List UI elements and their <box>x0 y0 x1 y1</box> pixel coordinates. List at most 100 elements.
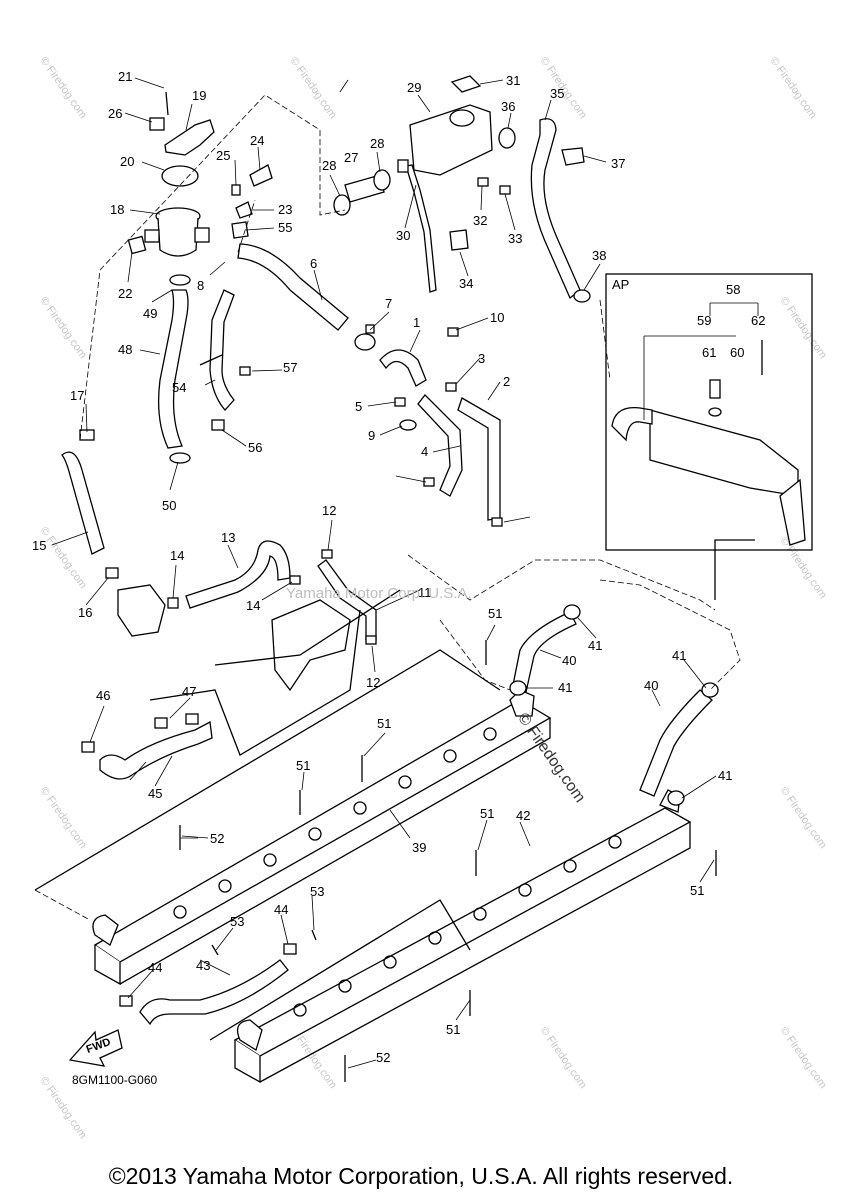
callout-11: 11 <box>418 585 432 600</box>
callout-28a: 28 <box>322 158 336 173</box>
hose-15 <box>61 429 119 579</box>
callout-6: 6 <box>310 256 317 271</box>
callout-28b: 28 <box>370 136 384 151</box>
callout-20: 20 <box>120 154 134 169</box>
thermostat-housing-group <box>127 91 273 257</box>
hose-6 <box>237 243 376 351</box>
svg-text:© Firedog.com: © Firedog.com <box>778 535 829 601</box>
hose-13-and-pump <box>117 540 377 692</box>
callout-56: 56 <box>248 440 262 455</box>
svg-text:© Firedog.com: © Firedog.com <box>288 55 339 121</box>
callout-33: 33 <box>508 231 522 246</box>
hose-45 <box>81 713 213 780</box>
callout-10: 10 <box>490 310 504 325</box>
callout-47: 47 <box>182 684 196 699</box>
callout-54: 54 <box>172 380 186 395</box>
callout-43: 43 <box>196 958 210 973</box>
svg-text:© Firedog.com: © Firedog.com <box>38 785 89 851</box>
copyright-footer: ©2013 Yamaha Motor Corporation, U.S.A. A… <box>108 1163 734 1189</box>
bolts <box>179 640 717 1082</box>
callout-23: 23 <box>278 202 292 217</box>
watermark-center: Yamaha Motor Corp. U.S.A. <box>286 585 472 602</box>
callout-14a: 14 <box>170 548 184 563</box>
callout-51b: 51 <box>377 716 391 731</box>
leader-lines <box>51 77 717 1069</box>
callout-14b: 14 <box>246 598 260 613</box>
callout-16: 16 <box>78 605 92 620</box>
callout-39: 39 <box>412 840 426 855</box>
callout-51c: 51 <box>296 758 310 773</box>
callout-21: 21 <box>118 69 132 84</box>
svg-text:© Firedog.com: © Firedog.com <box>778 295 829 361</box>
svg-text:© Firedog.com: © Firedog.com <box>38 55 89 121</box>
callout-59: 59 <box>697 313 711 328</box>
callout-44b: 44 <box>274 902 288 917</box>
callout-2: 2 <box>503 374 510 389</box>
callout-58: 58 <box>726 282 740 297</box>
callout-12b: 12 <box>366 675 380 690</box>
callout-41d: 41 <box>718 768 732 783</box>
callout-17: 17 <box>70 388 84 403</box>
ap-label: AP <box>612 277 630 292</box>
callout-53b: 53 <box>230 914 244 929</box>
drawing-code: 8GM1100-G060 <box>72 1073 158 1087</box>
svg-text:© Firedog.com: © Firedog.com <box>38 295 89 361</box>
callout-60: 60 <box>730 345 744 360</box>
callout-1: 1 <box>413 315 420 330</box>
callout-36: 36 <box>501 99 515 114</box>
hoses-40 <box>509 604 719 806</box>
callout-5: 5 <box>355 399 362 414</box>
callout-51a: 51 <box>488 606 502 621</box>
callout-41b: 41 <box>558 680 572 695</box>
callout-44a: 44 <box>148 960 162 975</box>
callout-30: 30 <box>396 228 410 243</box>
callout-35: 35 <box>550 86 564 101</box>
callout-46: 46 <box>96 688 110 703</box>
svg-text:© Firedog.com: © Firedog.com <box>538 1025 589 1091</box>
callout-40a: 40 <box>562 653 576 668</box>
radiator-42 <box>233 789 692 1084</box>
hoses-1-2-4 <box>379 327 503 527</box>
hose-54-group <box>199 289 251 431</box>
assembly-lines <box>34 94 755 1041</box>
callout-55: 55 <box>278 220 292 235</box>
callout-41a: 41 <box>588 638 602 653</box>
callout-51f: 51 <box>446 1022 460 1037</box>
ap-box <box>605 273 813 551</box>
callout-31: 31 <box>506 73 520 88</box>
callout-34: 34 <box>459 276 473 291</box>
callout-57: 57 <box>283 360 297 375</box>
callout-38: 38 <box>592 248 606 263</box>
callout-25: 25 <box>216 148 230 163</box>
callout-12a: 12 <box>322 503 336 518</box>
reservoir-tank-group <box>333 75 591 303</box>
hose-43 <box>119 943 297 1026</box>
callout-7: 7 <box>385 296 392 311</box>
callout-3: 3 <box>478 351 485 366</box>
callout-19: 19 <box>192 88 206 103</box>
callout-37: 37 <box>611 156 625 171</box>
hose-48-group <box>158 274 191 464</box>
svg-text:© Firedog.com: © Firedog.com <box>768 55 819 121</box>
callout-61: 61 <box>702 345 716 360</box>
callout-8: 8 <box>197 278 204 293</box>
callout-41c: 41 <box>672 648 686 663</box>
callout-numbers: 1 2 3 4 5 6 7 8 9 10 11 12 12 13 14 14 1… <box>32 69 765 1065</box>
svg-text:© Firedog.com: © Firedog.com <box>778 1025 829 1091</box>
callout-53a: 53 <box>310 884 324 899</box>
radiator-39 <box>92 689 552 986</box>
callout-40b: 40 <box>644 678 658 693</box>
svg-text:© Firedog.com: © Firedog.com <box>778 785 829 851</box>
callout-42: 42 <box>516 808 530 823</box>
callout-26: 26 <box>108 106 122 121</box>
callout-27: 27 <box>344 150 358 165</box>
callout-29: 29 <box>407 80 421 95</box>
callout-52a: 52 <box>210 831 224 846</box>
callout-18: 18 <box>110 202 124 217</box>
fwd-arrow-icon <box>68 1029 123 1067</box>
callout-22: 22 <box>118 286 132 301</box>
callout-9: 9 <box>368 428 375 443</box>
callout-15: 15 <box>32 538 46 553</box>
callout-51d: 51 <box>480 806 494 821</box>
